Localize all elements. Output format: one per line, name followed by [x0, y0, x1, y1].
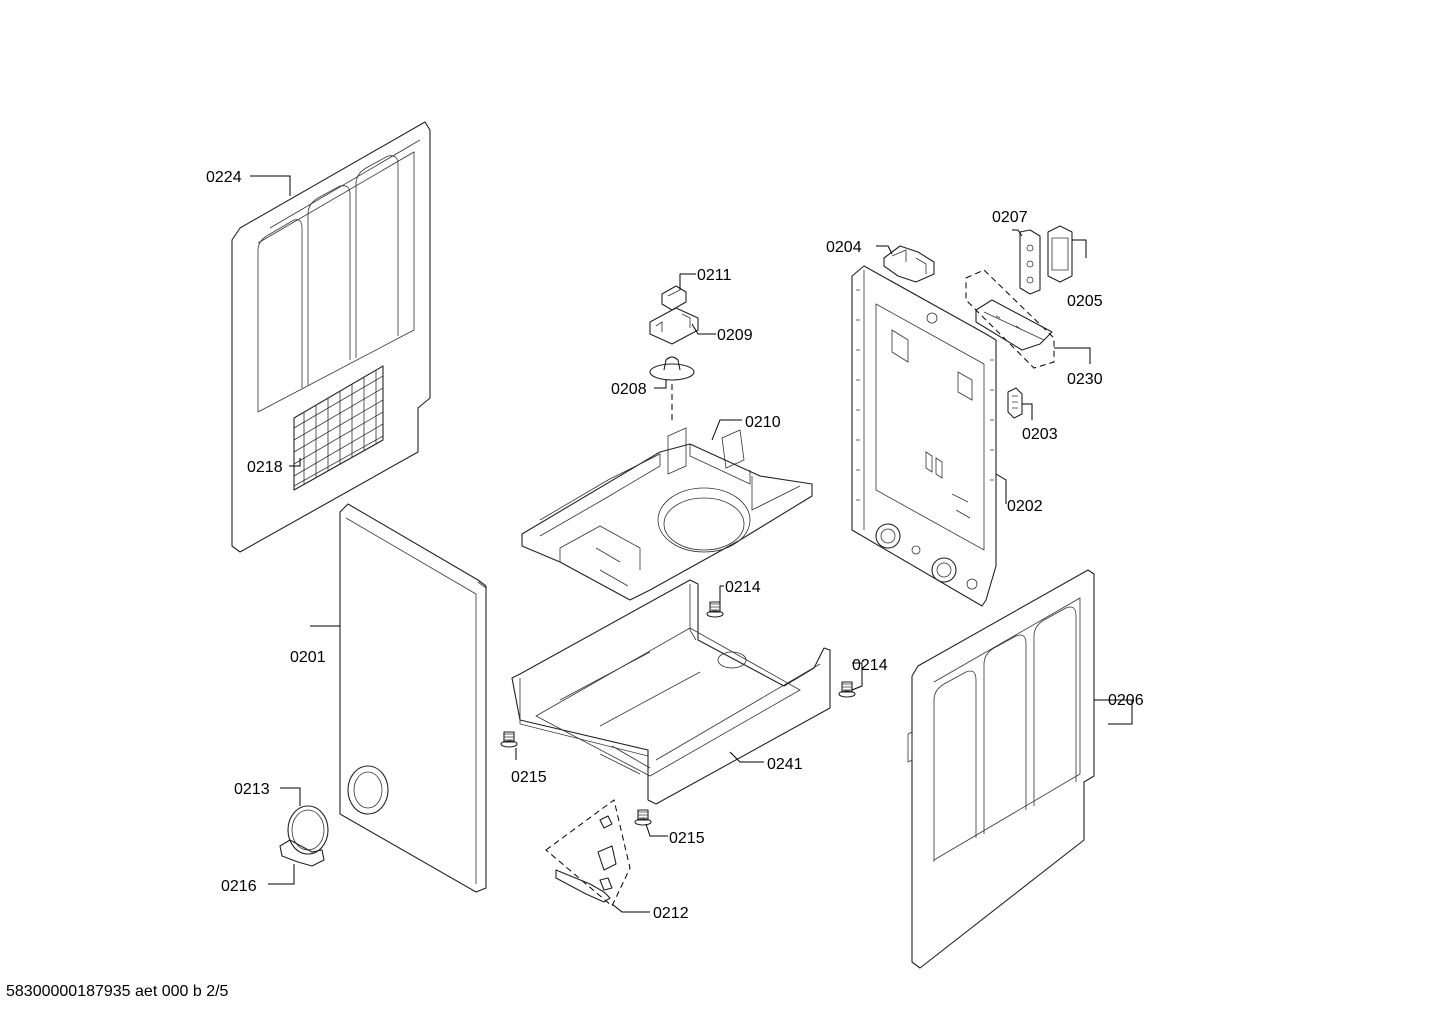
grille-mesh — [293, 370, 384, 487]
plate-0207 — [1019, 229, 1041, 295]
module-0205 — [1047, 225, 1073, 283]
label-0206: 0206 — [1108, 692, 1144, 709]
foot-0215-a — [500, 731, 518, 748]
label-0241: 0241 — [767, 756, 803, 773]
front-panel-0201 — [339, 503, 487, 893]
connector-0203 — [1007, 387, 1023, 419]
label-0205: 0205 — [1067, 293, 1103, 310]
label-0215-b: 0215 — [669, 830, 705, 847]
base-frame-0241 — [511, 579, 831, 805]
bracket-0209 — [649, 307, 699, 345]
rear-panel-0224 — [231, 121, 431, 553]
service-cover-0213 — [287, 805, 329, 855]
foot-0214-b — [838, 681, 856, 698]
label-0216: 0216 — [221, 878, 257, 895]
label-0213: 0213 — [234, 781, 270, 798]
label-0210: 0210 — [745, 414, 781, 431]
label-0209: 0209 — [717, 327, 753, 344]
switch-0211 — [661, 285, 687, 311]
side-panel-0206 — [907, 569, 1095, 969]
cap-0208 — [649, 356, 695, 381]
foot-0215-b — [634, 809, 652, 826]
control-frame-0202 — [851, 265, 997, 607]
label-0203: 0203 — [1022, 426, 1058, 443]
label-0204: 0204 — [826, 239, 862, 256]
label-0218: 0218 — [247, 459, 283, 476]
kit-0212 — [545, 799, 631, 907]
label-0201: 0201 — [290, 649, 326, 666]
label-0208: 0208 — [611, 381, 647, 398]
holder-0204 — [883, 245, 935, 283]
foot-0214-a — [706, 601, 724, 618]
exploded-parts-diagram: 0224 0218 0201 0213 0216 0211 0209 0208 … — [206, 121, 1144, 969]
label-0214-a: 0214 — [725, 579, 761, 596]
board-0230 — [965, 269, 1055, 369]
label-0212: 0212 — [653, 905, 689, 922]
callout-labels: 0224 0218 0201 0213 0216 0211 0209 0208 … — [206, 169, 1144, 922]
label-0211: 0211 — [697, 267, 732, 284]
top-frame-0210 — [521, 427, 813, 601]
label-0230: 0230 — [1067, 371, 1103, 388]
label-0224: 0224 — [206, 169, 242, 186]
label-0214-b: 0214 — [852, 657, 888, 674]
label-0207: 0207 — [992, 209, 1028, 226]
leader-lines — [250, 175, 1133, 913]
document-reference-footer: 58300000187935 aet 000 b 2/5 — [6, 983, 229, 1000]
release-lever-0216 — [279, 839, 325, 867]
label-0215-a: 0215 — [511, 769, 547, 786]
label-0202: 0202 — [1007, 498, 1043, 515]
